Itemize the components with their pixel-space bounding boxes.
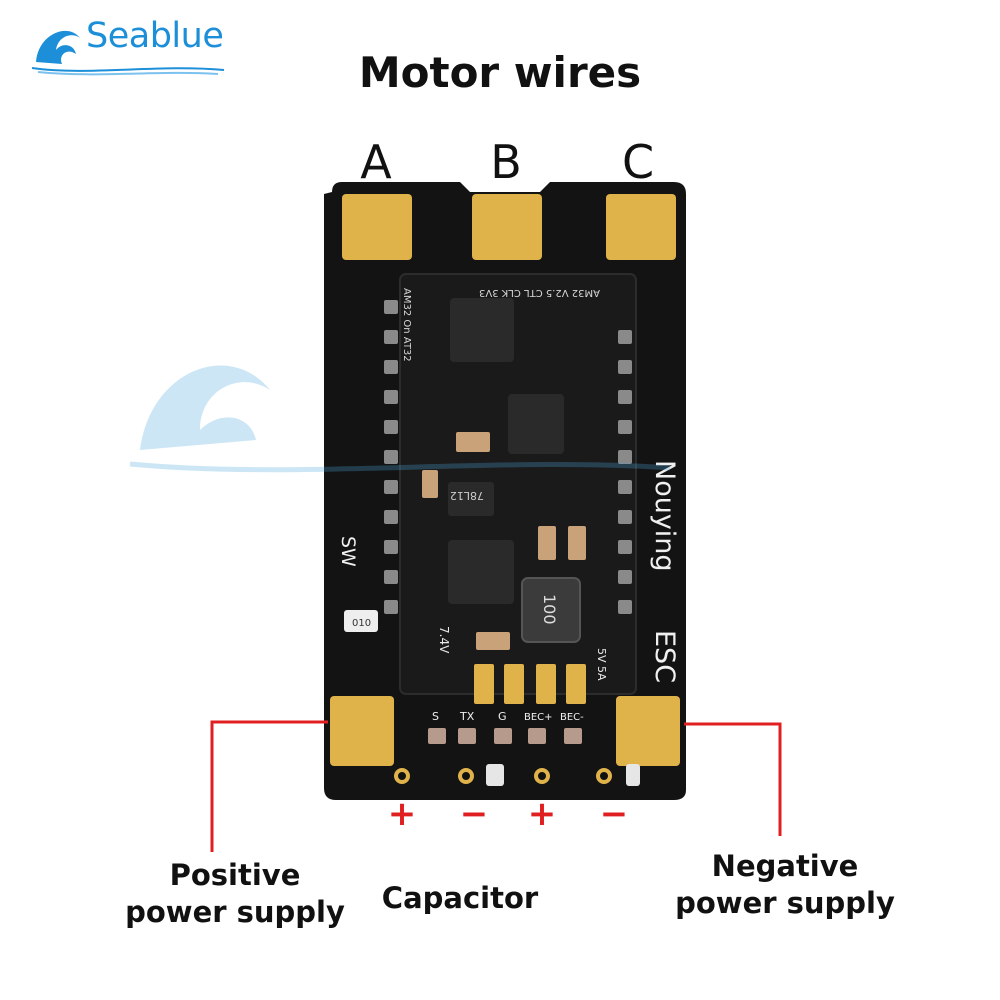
top-pin-labels: AM32 V2.5 CTL CLK 3V3 <box>479 287 600 298</box>
pin-label-s: S <box>432 710 439 723</box>
capacitor-sign-3: + <box>527 794 557 834</box>
positive-power-label-line2: power supply <box>125 895 345 929</box>
sw-label: SW <box>337 536 359 567</box>
negative-power-pad <box>616 696 680 766</box>
motor-pad-label-a: A <box>360 135 392 189</box>
bec-rating-label: 5V 5A <box>595 648 608 681</box>
watermark-wave-icon <box>129 365 671 473</box>
negative-power-label-line1: Negative <box>711 849 859 883</box>
motor-pad-c <box>606 194 676 260</box>
board-name-line2: ESC <box>649 630 680 683</box>
pin-label-g: G <box>498 710 507 723</box>
motor-pad-label-b: B <box>490 135 522 189</box>
board-name-line1: Nouying <box>649 460 680 572</box>
negative-power-label: Negative power supply <box>640 848 930 922</box>
gate-driver-chip <box>508 394 564 454</box>
firmware-label: AM32 On AT32 <box>401 288 412 362</box>
positive-power-label: Positive power supply <box>90 857 380 931</box>
ldo-chip <box>448 482 494 516</box>
regulator-chip <box>448 540 514 604</box>
pin-label-tx: TX <box>459 710 475 723</box>
esc-board: Nouying ESC SW AM32 On AT32 AM32 V2.5 CT… <box>324 182 686 800</box>
motor-pad-a <box>342 194 412 260</box>
small-component-label: 010 <box>352 618 371 629</box>
negative-power-label-line2: power supply <box>675 886 895 920</box>
motor-pad-label-c: C <box>621 135 655 189</box>
voltage-label: 7.4V <box>437 626 451 654</box>
brand-name: Seablue <box>86 16 224 56</box>
motor-pad-b <box>472 194 542 260</box>
positive-power-label-line1: Positive <box>169 858 301 892</box>
brand-logo-wave-icon <box>31 30 225 76</box>
inductor-label: 100 <box>540 594 559 625</box>
inductor <box>521 577 581 643</box>
positive-power-pad <box>330 696 394 766</box>
mcu-chip <box>450 298 514 362</box>
ldo-label: 78L12 <box>450 489 484 502</box>
capacitor-sign-1: + <box>387 794 417 834</box>
pin-label-bec-plus: BEC+ <box>524 712 553 723</box>
pin-label-bec-minus: BEC- <box>560 712 584 723</box>
diagram-title: Motor wires <box>358 48 642 97</box>
capacitor-sign-4: − <box>599 794 629 834</box>
capacitor-sign-2: − <box>459 794 489 834</box>
capacitor-label: Capacitor <box>381 881 539 915</box>
